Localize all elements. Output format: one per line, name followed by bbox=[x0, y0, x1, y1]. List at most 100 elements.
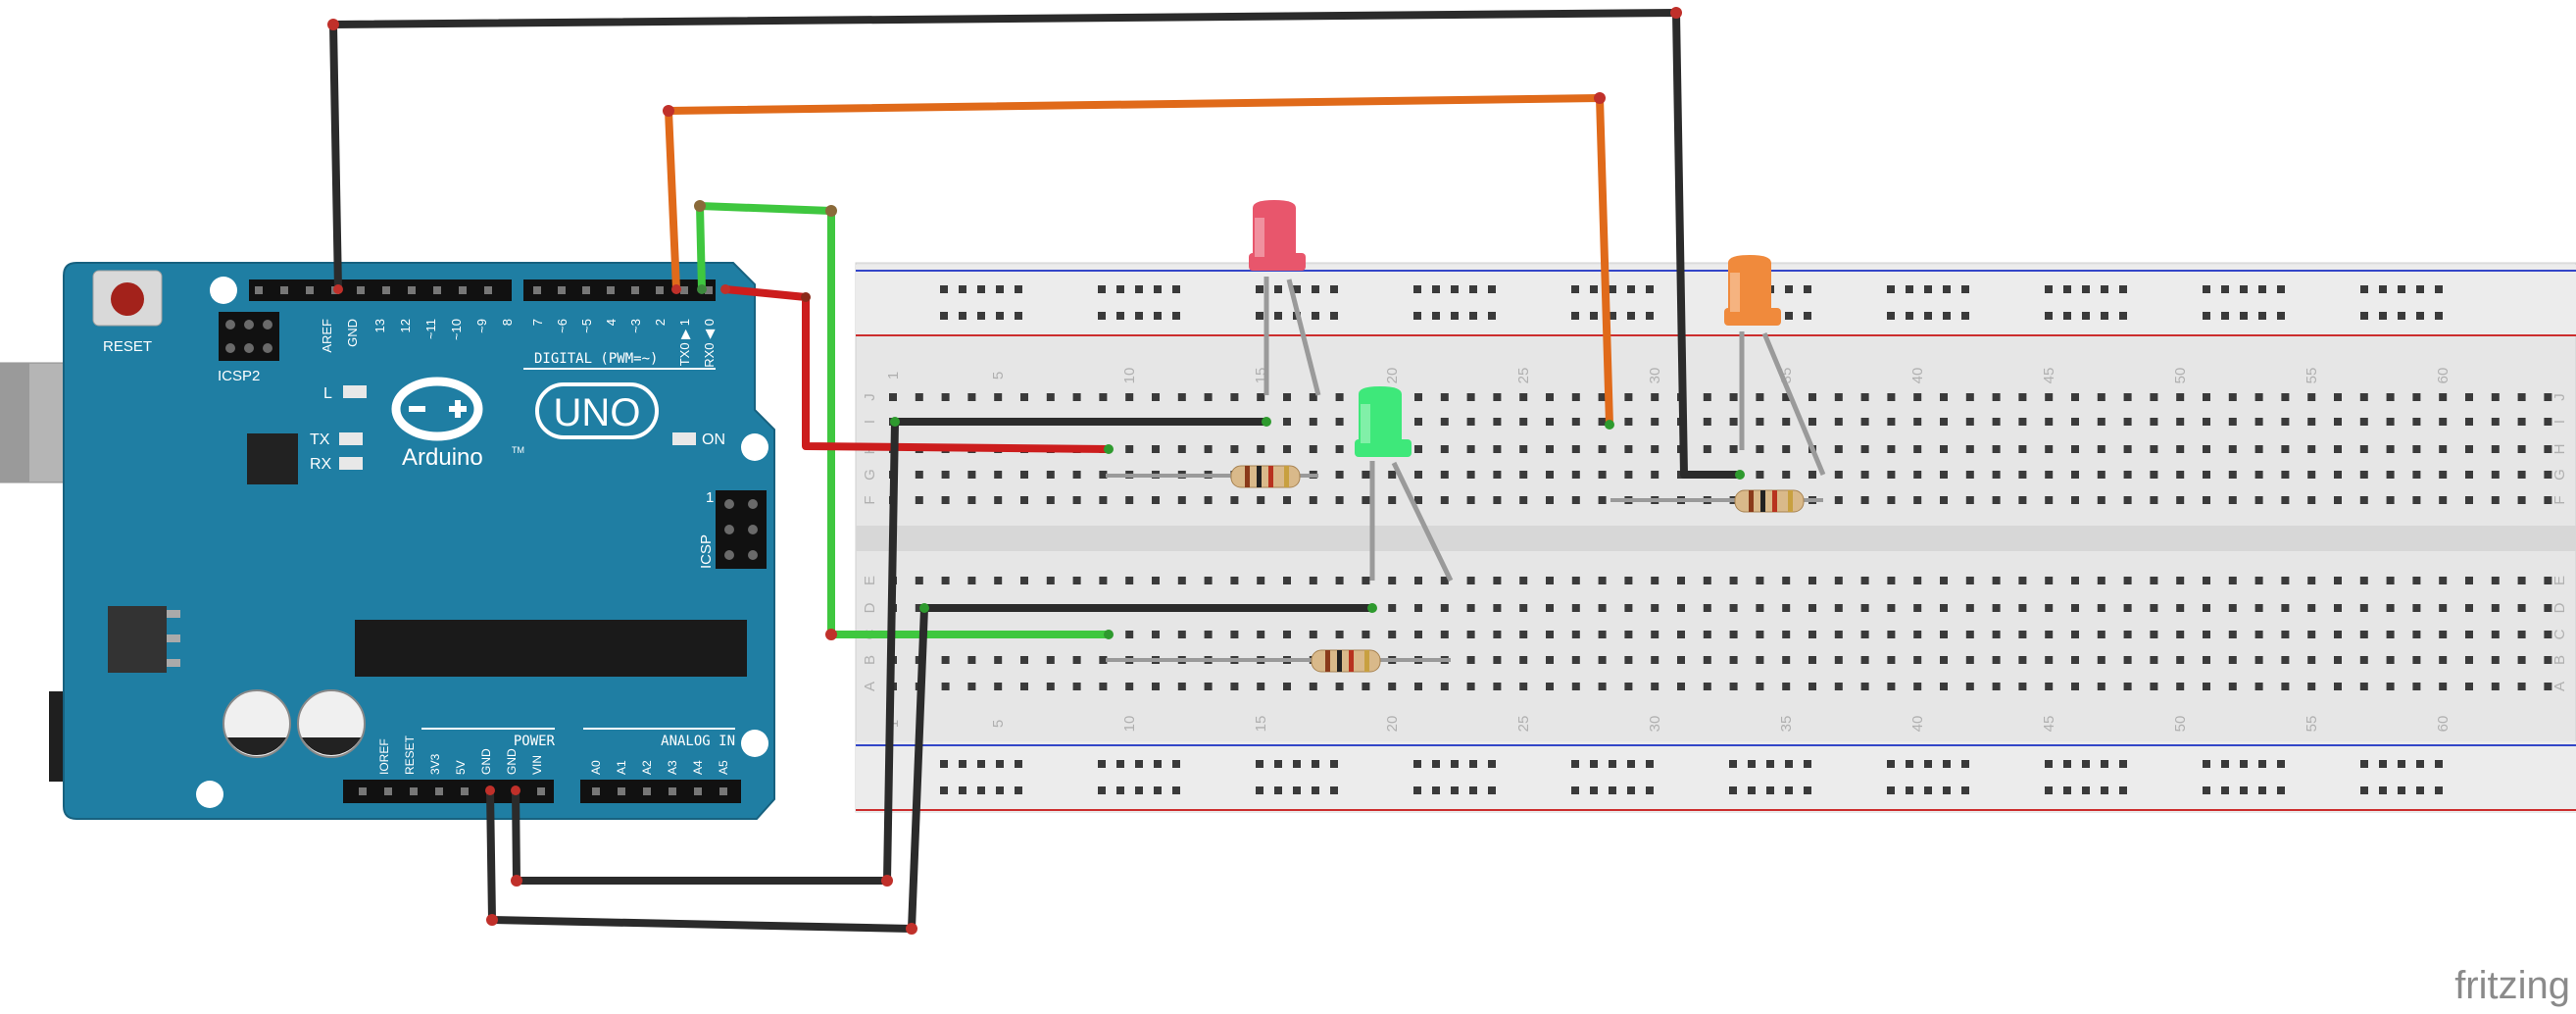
rail-hole bbox=[2082, 760, 2090, 768]
digital-pin-label: 13 bbox=[372, 319, 387, 332]
rail-hole bbox=[2360, 285, 2368, 293]
column-number: 1 bbox=[885, 372, 902, 380]
usb-chip bbox=[247, 433, 298, 484]
breadboard-hole bbox=[2045, 496, 2054, 504]
rail-hole bbox=[1469, 285, 1477, 293]
breadboard-hole bbox=[2018, 418, 2027, 426]
column-number: 15 bbox=[1253, 716, 1269, 733]
row-letter: A bbox=[862, 682, 878, 691]
rail-hole bbox=[1293, 760, 1301, 768]
breadboard-hole bbox=[1230, 496, 1239, 504]
breadboard-hole bbox=[1546, 577, 1554, 584]
breadboard-hole bbox=[2203, 445, 2210, 453]
column-number: 50 bbox=[2172, 716, 2189, 733]
rail-hole bbox=[1906, 760, 1913, 768]
fritzing-watermark: fritzing bbox=[2454, 964, 2570, 1007]
rail-hole bbox=[1330, 786, 1338, 794]
breadboard-hole bbox=[1913, 445, 1922, 453]
breadboard-hole bbox=[2439, 393, 2448, 401]
rail-hole bbox=[2416, 312, 2424, 320]
rail-hole bbox=[1015, 786, 1022, 794]
breadboard-hole bbox=[1940, 631, 1948, 638]
rail-hole bbox=[1906, 786, 1913, 794]
breadboard-hole bbox=[1860, 683, 1869, 690]
breadboard-hole bbox=[1860, 656, 1869, 664]
breadboard-hole bbox=[1440, 445, 1449, 453]
capacitor bbox=[297, 689, 366, 758]
breadboard-hole bbox=[2045, 656, 2054, 664]
breadboard-hole bbox=[1020, 683, 1028, 690]
breadboard-hole bbox=[1651, 604, 1660, 612]
breadboard-hole bbox=[1756, 604, 1764, 612]
breadboard-hole bbox=[2281, 604, 2290, 612]
breadboard-hole bbox=[2412, 496, 2421, 504]
rail-hole bbox=[2203, 786, 2210, 794]
breadboard-hole bbox=[1913, 418, 1922, 426]
breadboard-hole bbox=[1965, 393, 1974, 401]
breadboard-hole bbox=[1598, 418, 1607, 426]
breadboard-hole bbox=[2254, 604, 2263, 612]
breadboard-hole bbox=[2228, 577, 2237, 584]
breadboard-hole bbox=[1703, 445, 1711, 453]
breadboard-hole bbox=[1440, 496, 1449, 504]
analog-pin-label: A1 bbox=[615, 760, 628, 775]
breadboard-hole bbox=[1519, 577, 1528, 584]
breadboard-hole bbox=[1834, 393, 1843, 401]
breadboard-hole bbox=[1020, 496, 1028, 504]
breadboard-hole bbox=[1703, 418, 1711, 426]
breadboard-hole bbox=[1046, 683, 1055, 690]
breadboard-hole bbox=[994, 656, 1003, 664]
breadboard-hole bbox=[2254, 471, 2263, 479]
rail-hole bbox=[2203, 760, 2210, 768]
breadboard-hole bbox=[2045, 604, 2054, 612]
breadboard-hole bbox=[1887, 471, 1896, 479]
rail-hole bbox=[2379, 312, 2387, 320]
breadboard-hole bbox=[1913, 577, 1922, 584]
rail-hole bbox=[1924, 760, 1932, 768]
breadboard-hole bbox=[1808, 471, 1816, 479]
breadboard-hole bbox=[2123, 577, 2132, 584]
breadboard-hole bbox=[2228, 604, 2237, 612]
breadboard-hole bbox=[2097, 604, 2105, 612]
breadboard-hole bbox=[1860, 631, 1869, 638]
breadboard-hole bbox=[2281, 393, 2290, 401]
digital-pin-label: 4 bbox=[604, 319, 619, 326]
breadboard-hole bbox=[1283, 496, 1291, 504]
breadboard-hole bbox=[2097, 683, 2105, 690]
breadboard-hole bbox=[1624, 418, 1633, 426]
breadboard-hole bbox=[1571, 445, 1580, 453]
breadboard-hole bbox=[1729, 656, 1738, 664]
breadboard-hole bbox=[2228, 418, 2237, 426]
rail-hole bbox=[1015, 312, 1022, 320]
digital-pin-label: ~5 bbox=[579, 319, 594, 333]
rail-hole bbox=[2258, 786, 2266, 794]
breadboard-hole bbox=[1808, 418, 1816, 426]
breadboard-hole bbox=[1020, 577, 1028, 584]
breadboard-hole bbox=[2412, 393, 2421, 401]
mounting-hole bbox=[210, 277, 237, 304]
breadboard-hole bbox=[2150, 496, 2158, 504]
breadboard-hole bbox=[1466, 577, 1475, 584]
breadboard-hole bbox=[1519, 393, 1528, 401]
digital-pin-label: ~6 bbox=[555, 319, 570, 333]
breadboard-hole bbox=[2203, 683, 2210, 690]
tx-led-label: TX bbox=[310, 431, 330, 448]
rail-hole bbox=[1135, 312, 1143, 320]
breadboard-hole bbox=[1125, 496, 1134, 504]
breadboard-hole bbox=[1362, 496, 1370, 504]
rail-hole bbox=[959, 760, 966, 768]
breadboard-hole bbox=[1125, 631, 1134, 638]
breadboard-hole bbox=[2281, 471, 2290, 479]
breadboard-hole bbox=[1335, 577, 1344, 584]
reset-button[interactable] bbox=[92, 270, 163, 327]
digital-pin-label: 2 bbox=[653, 319, 668, 326]
mounting-hole bbox=[741, 730, 768, 757]
on-led bbox=[672, 432, 696, 445]
breadboard-hole bbox=[1335, 393, 1344, 401]
breadboard-hole bbox=[1335, 418, 1344, 426]
power-label: POWER bbox=[514, 734, 556, 749]
column-number: 10 bbox=[1121, 368, 1138, 384]
breadboard-hole bbox=[2439, 604, 2448, 612]
rail-hole bbox=[2240, 760, 2248, 768]
breadboard-hole bbox=[1466, 445, 1475, 453]
